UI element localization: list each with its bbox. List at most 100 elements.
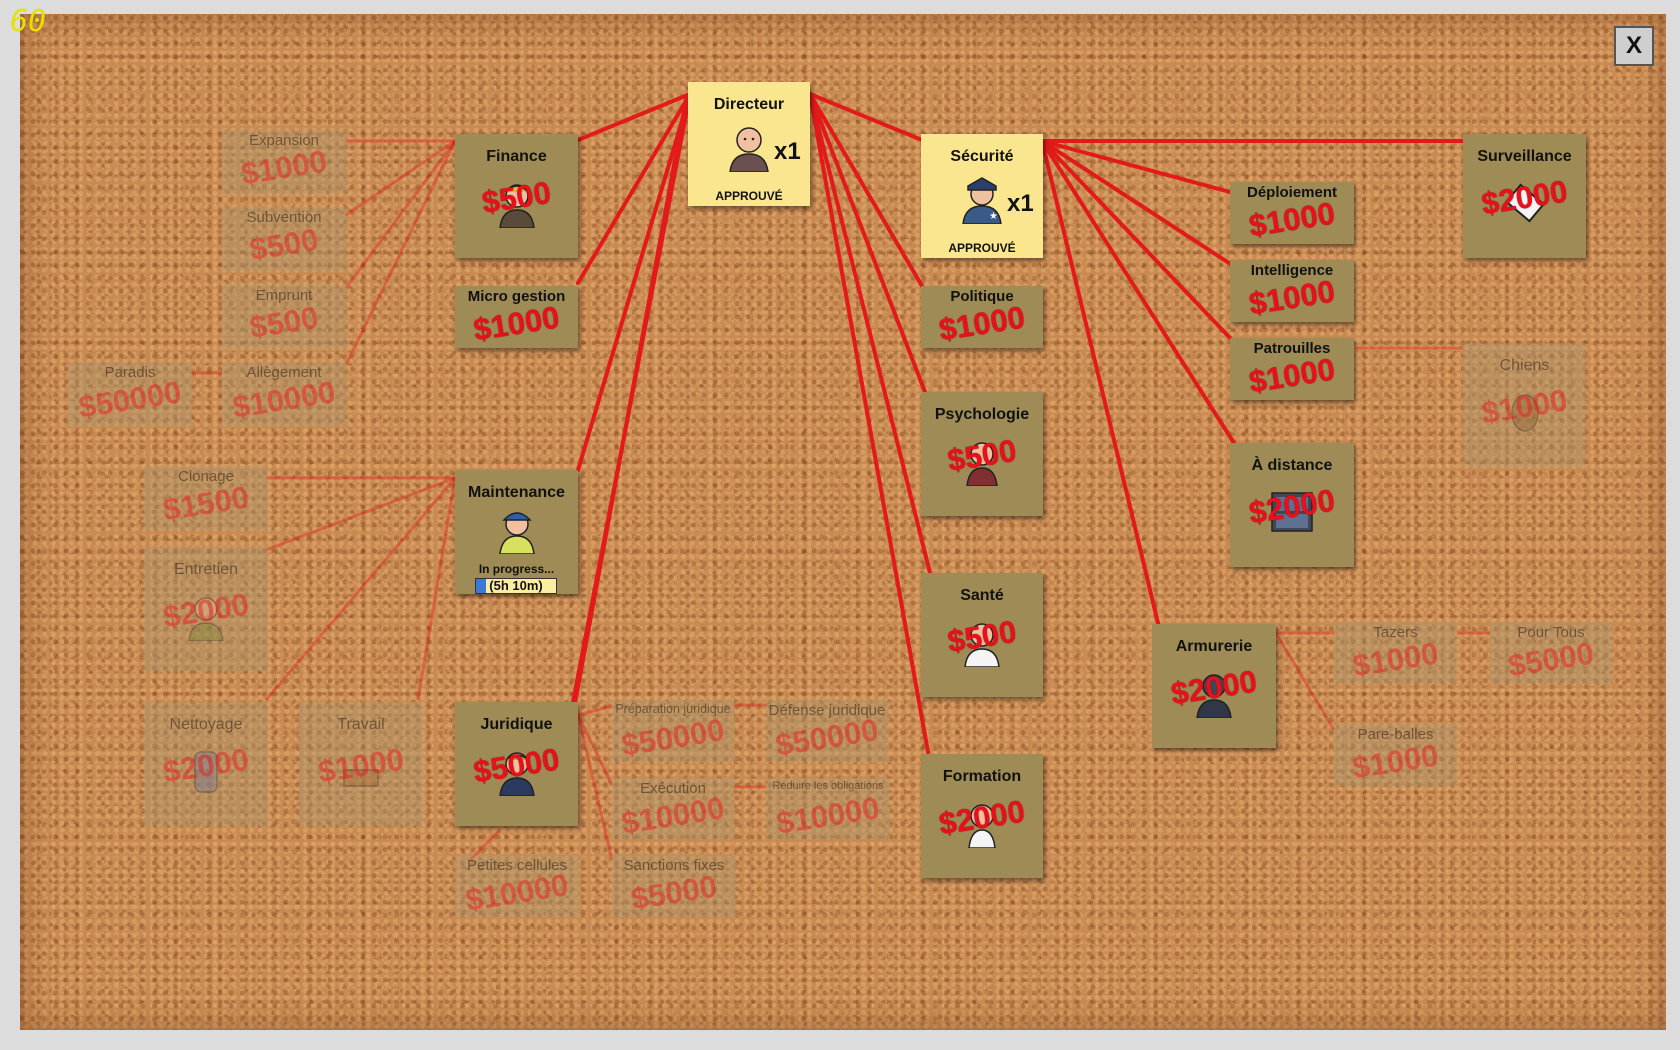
foreman-icon xyxy=(498,512,535,554)
card-defense-juridique[interactable]: Défense juridique $50000 xyxy=(766,700,888,763)
card-title: Réduire les obligations xyxy=(772,780,884,792)
card-title: Directeur xyxy=(713,96,785,113)
card-title: Subvention xyxy=(246,209,322,226)
fps-counter: 60 xyxy=(10,4,47,39)
director-status: APPROUVÉ xyxy=(715,189,783,203)
research-progress-bar: (5h 10m) xyxy=(475,578,557,594)
card-title: Formation xyxy=(942,768,1022,785)
card-execution[interactable]: Exécution $10000 xyxy=(612,778,734,841)
card-title: Pare-balles xyxy=(1357,726,1434,743)
card-price: $10000 xyxy=(774,790,882,841)
card-allegement[interactable]: Allègement $10000 xyxy=(222,362,346,426)
workbench-icon xyxy=(343,769,379,787)
card-title: Sécurité xyxy=(950,148,1014,165)
card-entretien[interactable]: Entretien $2000 xyxy=(144,547,268,671)
card-title: Déploiement xyxy=(1246,184,1337,201)
card-petites-cellules[interactable]: Petites cellules $10000 xyxy=(455,855,579,918)
link-security-distance xyxy=(1040,139,1236,445)
card-maintenance[interactable]: Maintenance In progress... (5h 10m) xyxy=(455,470,578,594)
card-pare-balles[interactable]: Pare-balles $1000 xyxy=(1334,724,1457,786)
lawyer-icon xyxy=(498,752,535,796)
card-micro-gestion[interactable]: Micro gestion $1000 xyxy=(455,286,578,348)
card-sanctions-fixes[interactable]: Sanctions fixes $5000 xyxy=(612,855,736,917)
card-title: Paradis xyxy=(104,364,156,381)
card-juridique[interactable]: Juridique $5000 xyxy=(455,702,578,826)
card-armurerie[interactable]: Armurerie $2000 xyxy=(1152,624,1276,748)
link-juridique-preparation xyxy=(577,704,613,717)
link-director-juridique-2 xyxy=(573,98,688,705)
card-title: Emprunt xyxy=(255,287,313,304)
card-travail[interactable]: Travail $1000 xyxy=(299,702,423,826)
card-subvention[interactable]: Subvention $500 xyxy=(222,207,346,271)
card-clonage[interactable]: Clonage $1500 xyxy=(144,466,268,530)
link-director-finance xyxy=(576,92,692,142)
svg-text:★: ★ xyxy=(989,211,998,222)
card-title: Psychologie xyxy=(934,406,1030,423)
card-preparation-juridique[interactable]: Préparation juridique $50000 xyxy=(612,700,734,763)
card-title: Finance xyxy=(486,148,547,165)
link-finance-subvention xyxy=(345,139,456,217)
link-director-maintenance xyxy=(576,92,692,472)
card-sante[interactable]: Santé $500 xyxy=(921,573,1043,697)
link-director-micro xyxy=(576,92,692,285)
link-director-sante xyxy=(808,92,932,575)
card-title: Travail xyxy=(337,716,385,733)
card-price: $50000 xyxy=(619,712,727,763)
janitor-icon xyxy=(188,597,224,641)
security-status: APPROUVÉ xyxy=(948,241,1016,255)
director-count: x1 xyxy=(774,138,801,165)
card-pour-tous[interactable]: Pour Tous $5000 xyxy=(1490,622,1612,684)
card-tazers[interactable]: Tazers $1000 xyxy=(1334,622,1457,684)
card-title: Santé xyxy=(960,587,1004,604)
progress-label: In progress... xyxy=(478,562,555,576)
link-maintenance-entretien xyxy=(265,476,456,552)
cleaner-icon xyxy=(194,751,218,793)
link-director-politique xyxy=(808,92,924,288)
card-deploiement[interactable]: Déploiement $1000 xyxy=(1230,182,1354,244)
card-title: Clonage xyxy=(178,468,234,485)
police-chief-icon: ★ xyxy=(962,177,1002,224)
card-title: Micro gestion xyxy=(467,288,566,305)
card-title: Surveillance xyxy=(1477,148,1572,165)
link-juridique-sanctions xyxy=(576,714,614,861)
link-director-formation xyxy=(808,92,930,754)
card-director[interactable]: Directeur x1 APPROUVÉ xyxy=(688,82,810,206)
link-armurerie-pareballes xyxy=(1274,632,1336,731)
card-title: Sanctions fixes xyxy=(623,857,725,874)
link-juridique-petites xyxy=(468,828,502,862)
card-security[interactable]: Sécurité ★ x1 APPROUVÉ xyxy=(921,134,1043,258)
card-reduire-obligations[interactable]: Réduire les obligations $10000 xyxy=(766,778,890,841)
trainer-icon xyxy=(968,804,996,848)
card-title: Petites cellules xyxy=(466,857,568,874)
card-title: Expansion xyxy=(248,132,320,149)
card-title: Tazers xyxy=(1373,624,1418,641)
card-formation[interactable]: Formation $2000 xyxy=(921,754,1043,878)
card-title: Juridique xyxy=(480,716,553,733)
card-paradis[interactable]: Paradis $50000 xyxy=(68,362,192,426)
card-psychologie[interactable]: Psychologie $500 xyxy=(921,392,1043,516)
card-surveillance[interactable]: Surveillance $2000 xyxy=(1463,134,1586,258)
link-juridique-execution xyxy=(576,714,614,786)
card-title: Maintenance xyxy=(468,484,565,501)
close-button[interactable]: X xyxy=(1614,26,1654,66)
link-security-intelligence xyxy=(1040,139,1234,267)
card-title: À distance xyxy=(1251,457,1333,474)
card-expansion[interactable]: Expansion $1000 xyxy=(222,130,346,194)
link-director-psychologie xyxy=(808,92,927,394)
card-chiens[interactable]: Chiens $1000 xyxy=(1463,343,1586,467)
progress-time: (5h 10m) xyxy=(489,578,543,593)
bald-director-icon xyxy=(729,127,769,172)
link-finance-allegement xyxy=(344,140,457,366)
card-patrouilles[interactable]: Patrouilles $1000 xyxy=(1230,338,1354,400)
dog-icon xyxy=(1510,394,1539,432)
psychologist-icon xyxy=(966,442,998,486)
card-title: Chiens xyxy=(1499,357,1550,374)
card-title: Intelligence xyxy=(1250,262,1334,279)
card-a-distance[interactable]: À distance $2000 xyxy=(1230,443,1354,567)
card-intelligence[interactable]: Intelligence $1000 xyxy=(1230,260,1354,322)
card-emprunt[interactable]: Emprunt $500 xyxy=(222,285,346,349)
card-title: Préparation juridique xyxy=(615,702,731,716)
card-nettoyage[interactable]: Nettoyage $2000 xyxy=(144,702,268,826)
card-finance[interactable]: Finance $500 xyxy=(455,134,578,258)
card-politique[interactable]: Politique $1000 xyxy=(921,286,1043,348)
